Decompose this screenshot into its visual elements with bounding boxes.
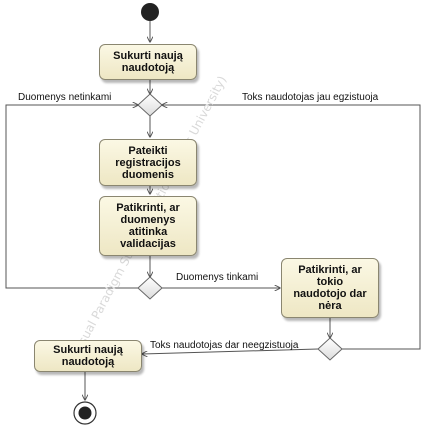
edge-label-valid: Duomenys tinkami (176, 272, 259, 283)
flow-exists-loop (162, 105, 421, 350)
initial-node (141, 3, 159, 21)
action-validate-data[interactable]: Patikrinti, ar duomenys atitinka validac… (99, 196, 197, 256)
action-create-user[interactable]: Sukurti naują naudotoją (99, 44, 197, 80)
action-create-user-label: Sukurti naują naudotoją (113, 50, 183, 74)
edge-label-invalid: Duomenys netinkami (18, 92, 112, 103)
edge-label-already-exists: Toks naudotojas jau egzistuoja (242, 92, 379, 103)
edge-label-not-exists: Toks naudotojas dar neegzistuoja (150, 340, 299, 351)
action-check-user-exists-label: Patikrinti, ar tokio naudotojo dar nėra (293, 264, 367, 312)
flow-invalid-loop (5, 105, 138, 289)
merge-node (137, 93, 163, 117)
action-create-user-final[interactable]: Sukurti naują naudotoją (34, 340, 142, 372)
action-create-user-final-label: Sukurti naują naudotoją (53, 344, 123, 368)
action-submit-data-label: Pateikti registracijos duomenis (115, 144, 181, 181)
action-check-user-exists[interactable]: Patikrinti, ar tokio naudotojo dar nėra (281, 258, 379, 318)
final-node-dot (78, 406, 92, 420)
action-validate-data-label: Patikrinti, ar duomenys atitinka validac… (116, 202, 180, 250)
exists-decision-node (317, 337, 343, 361)
action-submit-data[interactable]: Pateikti registracijos duomenis (99, 139, 197, 186)
validation-decision-node (137, 276, 163, 300)
flow-notexists-to-create (142, 348, 319, 354)
